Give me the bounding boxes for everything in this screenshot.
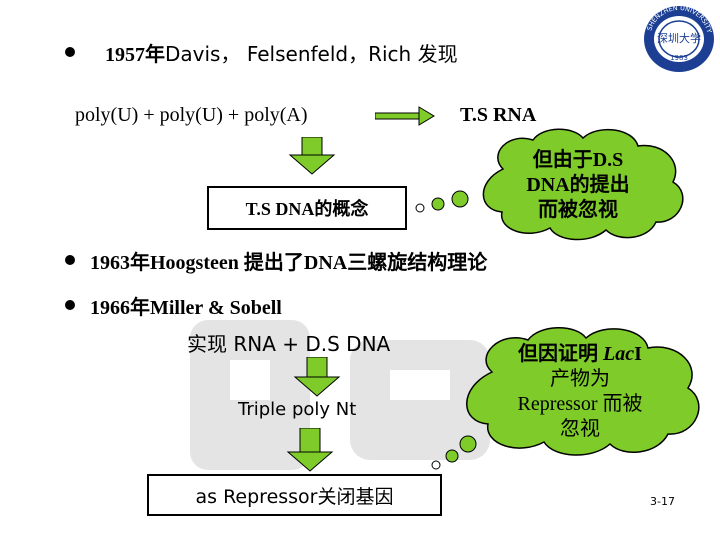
down-arrow-3 (286, 428, 334, 472)
year-1957: 1957年 (105, 44, 165, 66)
authors-text: Davis， Felsenfeld，Rich 发现 (165, 42, 458, 66)
logo-year: 1983 (670, 54, 688, 62)
logo-chars: 深圳大学 (657, 31, 701, 45)
equation-left: poly(U) + poly(U) + poly(A) (75, 104, 308, 126)
equation-right: T.S RNA (460, 104, 537, 126)
cloud-2-line-4: 忽视 (560, 418, 600, 440)
cloud-2-text: 但因证明 LacI 产物为 Repressor 而被 忽视 (470, 342, 690, 442)
line-1966: 1966年Miller & Sobell (90, 297, 282, 319)
cloud-1 (482, 128, 684, 241)
line-realize: 实现 RNA + D.S DNA (187, 332, 391, 356)
bullet-2 (65, 255, 75, 265)
line-1963: 1963年Hoogsteen 提出了DNA三螺旋结构理论 (90, 252, 488, 274)
university-logo: 深圳大学 1983 SHENZHEN UNIVERSITY (642, 4, 716, 74)
thought-bubbles-2 (431, 435, 477, 470)
bullet-3 (65, 300, 75, 310)
cloud-2-line-2: 产物为 (550, 368, 610, 390)
down-arrow-2 (293, 357, 341, 397)
ts-dna-box: T.S DNA的概念 (207, 186, 407, 230)
repressor-label: as Repressor关闭基因 (195, 485, 394, 508)
cloud-2-line-1-prefix: 但因证明 (518, 343, 604, 365)
line-1957: 1957年Davis， Felsenfeld，Rich 发现 (105, 38, 458, 67)
ts-dna-label: T.S DNA的概念 (245, 199, 369, 219)
right-arrow (375, 106, 435, 126)
cloud-1-text: 但由于D.S DNA的提出 而被忽视 (488, 148, 668, 223)
repressor-box: as Repressor关闭基因 (147, 474, 442, 516)
page-number: 3-17 (650, 495, 675, 508)
cloud-2-line-3: Repressor 而被 (517, 393, 643, 415)
cloud-2-line-1: 但因证明 LacI (470, 342, 690, 367)
cloud-1-line-2: DNA的提出 (526, 174, 630, 196)
triple-poly-label: Triple poly Nt (238, 399, 357, 420)
cloud-1-line-3: 而被忽视 (538, 199, 618, 221)
cloud-2-i: I (634, 343, 642, 365)
watermark-seal (190, 320, 490, 470)
bullet-1 (65, 47, 75, 57)
cloud-1-line-1: 但由于D.S (532, 149, 624, 171)
down-arrow-1 (288, 137, 336, 175)
cloud-2 (466, 327, 700, 456)
cloud-2-lac: Lac (603, 343, 635, 365)
thought-bubbles-1 (415, 190, 469, 213)
